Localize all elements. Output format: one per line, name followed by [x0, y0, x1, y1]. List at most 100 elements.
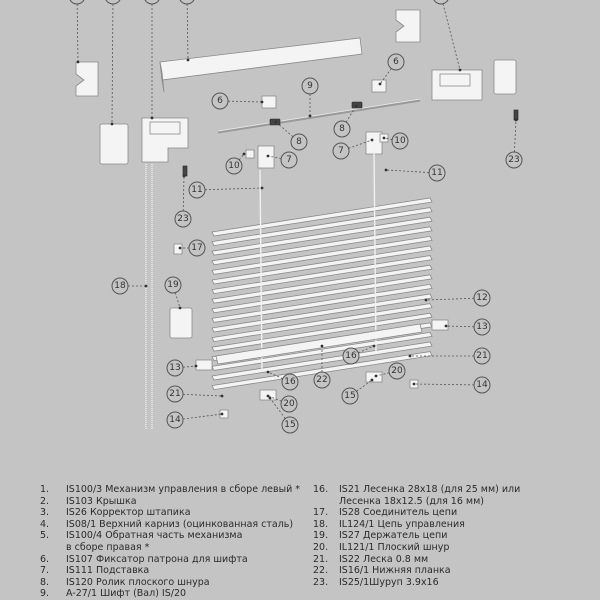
callout-number: 6: [217, 96, 223, 106]
legend-item: Лесенка 18x12.5 (для 16 мм): [313, 496, 593, 508]
callout-circle: [290, 133, 308, 151]
left-mechanism-gear: [149, 121, 181, 135]
slats-group: [211, 197, 433, 391]
callout-circle: [188, 239, 206, 257]
callout-11: 11: [188, 181, 206, 199]
callout-circle: [188, 181, 206, 199]
chain-holder-part: [169, 307, 193, 339]
right-bracket-part: [395, 9, 421, 43]
legend-number: 19.: [313, 530, 329, 542]
legend-text: IS08/1 Верхний карниз (оцинкованная стал…: [66, 518, 294, 530]
callout-number: 20: [283, 399, 295, 409]
leader-lines: [76, 0, 518, 426]
callout-circle: [332, 142, 350, 160]
leader-line: [425, 297, 483, 301]
legend-text: IL124/1 Цепь управления: [339, 518, 465, 530]
legend-number: 8.: [40, 576, 50, 588]
callout-number: 9: [307, 81, 313, 91]
legend-item: 7.IS111 Подставка: [40, 565, 300, 577]
callout-21: 21: [166, 385, 184, 403]
leader-dot: [274, 120, 278, 124]
legend-item: 22.IS16/1 Нижняя планка: [313, 565, 593, 577]
callout-circle: [164, 276, 182, 294]
legend-number: 3.: [40, 507, 50, 519]
callout-number: 23: [508, 155, 519, 165]
callout-circle: [333, 120, 351, 138]
legend-text: A-27/1 Шифт (Вал) IS/20: [66, 588, 187, 600]
slat: [211, 264, 433, 304]
callout-14: 14: [473, 376, 491, 394]
leader-dot: [242, 152, 246, 156]
legend-number: 18.: [313, 518, 329, 530]
callout-number: 5: [438, 0, 444, 1]
legend-item: 4. IS08/1 Верхний карниз (оцинкованная ст…: [40, 519, 300, 531]
leader-dot: [320, 344, 324, 348]
callout-19: 19: [164, 276, 182, 294]
callout-circle: [281, 373, 299, 391]
callout-number: 15: [284, 420, 295, 430]
callout-circle: [179, 0, 195, 5]
legend-text: IS25/1Шуруп 3.9x16: [339, 576, 439, 588]
callout-circle: [280, 395, 298, 413]
callout-number: 23: [177, 214, 188, 224]
tilt-corrector-left: [245, 149, 255, 159]
callout-number: 17: [191, 243, 202, 253]
callout-number: 21: [169, 389, 180, 399]
legend-number: 20.: [313, 541, 329, 553]
legend-item: в сборе правая *: [40, 542, 300, 554]
callout-circle: [301, 77, 319, 95]
leader-dot: [260, 186, 264, 190]
slat: [211, 235, 433, 275]
leader-dot: [182, 174, 186, 178]
leader-dot: [514, 118, 518, 122]
legend-number: 4.: [40, 518, 50, 530]
callout-number: 8: [339, 124, 345, 134]
callout-16: 16: [342, 347, 360, 365]
legend-number: 9.: [40, 588, 50, 600]
legend-item: 9. A-27/1 Шифт (Вал) IS/20: [40, 588, 300, 600]
legend-text: IS120 Ролик плоского шнура: [66, 576, 210, 588]
callout-circle: [387, 53, 405, 71]
callout-20: 20: [280, 395, 298, 413]
slat: [211, 207, 433, 247]
callout-circle: [166, 411, 184, 429]
leader-line: [174, 365, 197, 369]
leader-dot: [378, 82, 382, 86]
left-bracket-part: [75, 61, 99, 97]
leader-line: [186, 0, 189, 61]
callout-circle: [473, 318, 491, 336]
leader-dot: [382, 136, 386, 140]
leader-dot: [178, 306, 182, 310]
legend-number: 5.: [40, 530, 50, 542]
callout-number: 12: [476, 293, 487, 303]
bottom-cap-left: [195, 359, 213, 371]
callout-number: 22: [316, 375, 327, 385]
callout-number: 18: [114, 281, 126, 291]
callout-8: 8: [290, 133, 308, 151]
callout-number: 11: [191, 185, 202, 195]
callout-circle: [342, 347, 360, 365]
leader-dot: [374, 374, 378, 378]
bottom-rail-part: [215, 323, 423, 365]
callout-number: 21: [476, 351, 487, 361]
callout-circle: [473, 289, 491, 307]
callout-circle: [428, 164, 446, 182]
shaft-part: [217, 98, 421, 134]
leader-dot: [266, 370, 270, 374]
legend-text: Лесенка 18x12.5 (для 16 мм): [339, 495, 484, 507]
legend-text: IS107 Фиксатор патрона для шифта: [66, 553, 248, 565]
callout-23: 23: [505, 151, 523, 169]
callout-circle: [391, 132, 409, 150]
leader-dot: [266, 154, 270, 158]
callout-10: 10: [391, 132, 409, 150]
legend-number: [313, 496, 339, 508]
leader-line: [413, 383, 483, 386]
slat: [211, 303, 433, 343]
leader-line: [182, 175, 185, 220]
slat: [211, 245, 433, 285]
callout-17: 17: [188, 239, 206, 257]
callout-number: 16: [345, 351, 357, 361]
callout-circle: [166, 385, 184, 403]
leader-dot: [308, 114, 312, 118]
